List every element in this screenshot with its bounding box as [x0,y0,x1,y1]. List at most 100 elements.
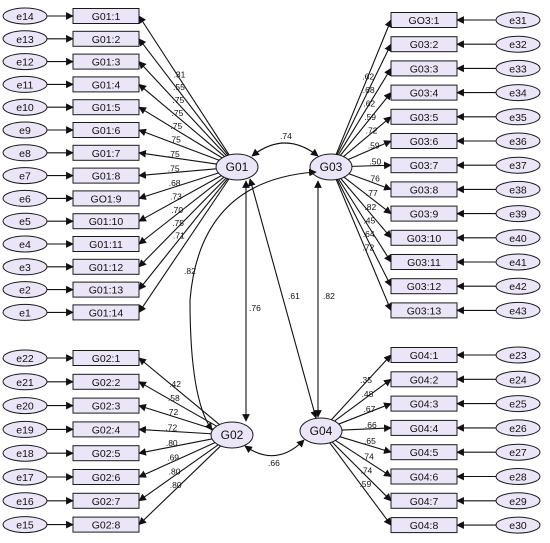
latent-g01-label: G01 [226,160,249,174]
g02-error-label: e16 [16,496,34,508]
g04-indicator-label: G04:3 [410,399,439,411]
corr-g02-g04-arrow [244,439,305,457]
g01-indicator-label: G01:11 [89,239,123,251]
g02-error-label: e17 [16,472,34,484]
g03-loading-label: .82 [364,202,376,212]
g01-indicator-label: G01:4 [92,79,121,91]
g04-loading-label: .74 [360,465,372,475]
g04-loading-label: .48 [362,389,374,399]
g04-loading-arrow [335,439,392,477]
g03-indicator-label: G03:11 [407,257,441,269]
g01-error-label: e4 [19,239,31,251]
g04-loading-arrow [334,378,392,422]
g03-indicator-label: G03:5 [410,112,439,124]
g02-indicator-label: G02:8 [92,520,121,532]
g04-indicator-label: G04:7 [410,496,439,508]
g03-error-label: e34 [509,88,527,100]
g02-loading-arrow [138,438,213,456]
g01-loading-arrow [138,15,230,156]
g01-loading-label: .75 [170,121,182,131]
g04-loading-arrow [339,436,392,454]
g02-error-label: e22 [16,353,34,365]
latent-g01: G01 [215,153,259,181]
g04-loading-arrow [338,402,392,425]
g04-loading-label: .35 [360,375,372,385]
g01-loading-label: .75 [169,135,181,145]
g02-error-label: e18 [16,448,34,460]
g01-loading-arrow [138,61,227,157]
g03-loading-arrow [351,161,392,170]
g04-loading-label: .74 [362,451,374,461]
g04-loading-label: .59 [359,479,371,489]
g03-error-label: e43 [509,305,527,317]
g03-indicator-label: G03:9 [410,209,439,221]
g02-loading-arrow [138,404,214,430]
g03-error-label: e39 [509,209,527,221]
g03-loading-label: .77 [366,188,378,198]
g04-loading-arrow [329,442,392,526]
g03-loading-arrow [336,179,392,287]
g03-loading-label: .59 [364,112,376,122]
g03-error-label: e32 [509,39,527,51]
g02-loading-arrow [138,445,222,526]
g01-error-label: e7 [19,171,31,183]
g02-loading-label: .42 [169,379,181,389]
g01-error-label: e13 [16,34,34,46]
g01-indicator-label: G01:5 [92,102,121,114]
g02-loading-label: .72 [165,422,177,432]
g02-indicator-label: G02:5 [92,448,121,460]
g04-indicator-label: G04:8 [410,520,439,532]
g02-error-label: e20 [16,401,34,413]
g01-loading-arrow [138,178,229,291]
g01-error-label: e8 [19,148,31,160]
g04-loading-label: .65 [364,436,376,446]
g02-loading-label: .72 [166,407,178,417]
g02-loading-arrow [138,357,220,426]
g03-indicator-label: G03:10 [407,233,442,245]
g01-indicator-label: G01:7 [92,148,121,160]
latent-g02-label: G02 [221,428,244,442]
g01-indicator-label: G01:8 [92,171,121,183]
g04-loading-label: .67 [363,404,375,414]
g03-loading-arrow [335,19,392,155]
g01-indicator-label: G01:3 [92,57,121,69]
g02-loading-label: .58 [168,393,180,403]
g01-error-label: e6 [19,193,31,205]
g01-error-label: e1 [19,307,31,319]
g04-error-label: e30 [509,520,527,532]
g04-error-label: e29 [509,496,527,508]
corr-g01-g03-arrow [251,142,319,157]
g01-indicator-label: G01:2 [92,34,121,46]
g01-loading-arrow [138,128,220,161]
g01-loading-arrow [138,149,217,165]
g03-indicator-label: G03:6 [410,136,439,148]
g03-loading-label: .45 [363,216,375,226]
g02-error-label: e15 [16,520,34,532]
g02-indicator-label: G02:2 [92,377,121,389]
g03-error-label: e41 [509,257,527,269]
g03-indicator-label: G03:13 [407,305,442,317]
g04-loading-arrow [330,354,392,421]
g03-loading-label: .72 [366,126,378,136]
g01-loading-label: .75 [168,164,180,174]
latent-g04-label: G04 [310,424,333,438]
g03-loading-arrow [336,43,392,155]
g01-indicator-label: G01:14 [89,307,124,319]
g03-loading-arrow [340,178,392,239]
g01-loading-arrow [138,38,229,156]
